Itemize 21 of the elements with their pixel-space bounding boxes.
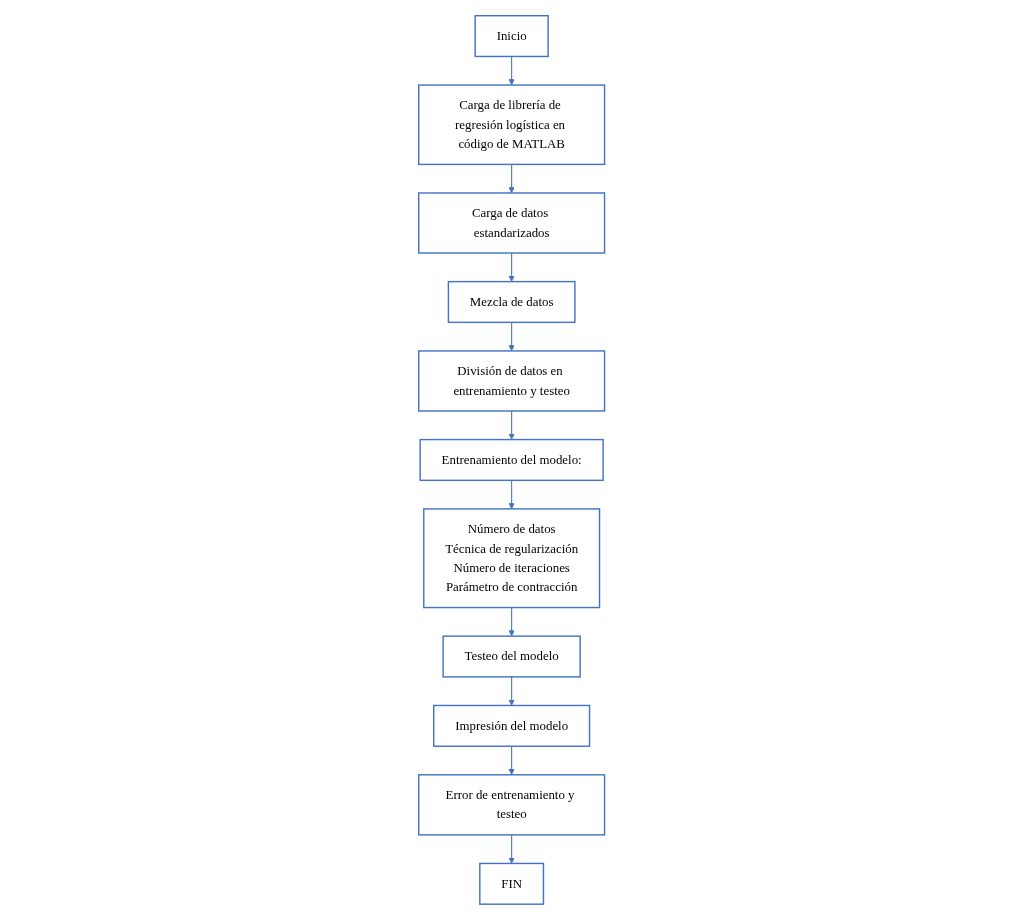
arrow <box>508 410 515 440</box>
arrow <box>508 55 515 86</box>
node-box: Carga de datos estandarizados <box>417 192 606 254</box>
arrow <box>508 252 515 282</box>
arrow <box>508 163 515 194</box>
node-box: División de datos en entrenamiento y testeo <box>417 350 606 412</box>
node-box: Inicio <box>474 15 549 58</box>
arrow <box>508 745 515 776</box>
node-box: Número de datos Técnica de regularización Número de iteraciones Parámetro de contracción <box>422 508 601 609</box>
arrow <box>508 321 515 352</box>
arrow <box>508 834 515 864</box>
arrow <box>508 607 515 637</box>
arrow <box>508 676 515 706</box>
node-box: Error de entrenamiento y testeo <box>417 774 606 836</box>
node-box: Testeo del modelo <box>442 635 581 678</box>
node-box: Carga de librería de regresión logística en código de MATLAB <box>417 84 606 166</box>
node-box: Impresión del modelo <box>432 704 591 747</box>
arrow <box>508 479 515 510</box>
node-box: Mezcla de datos <box>447 280 576 324</box>
node-box: Entrenamiento del modelo: <box>419 438 604 482</box>
node-box: FIN <box>478 862 545 905</box>
